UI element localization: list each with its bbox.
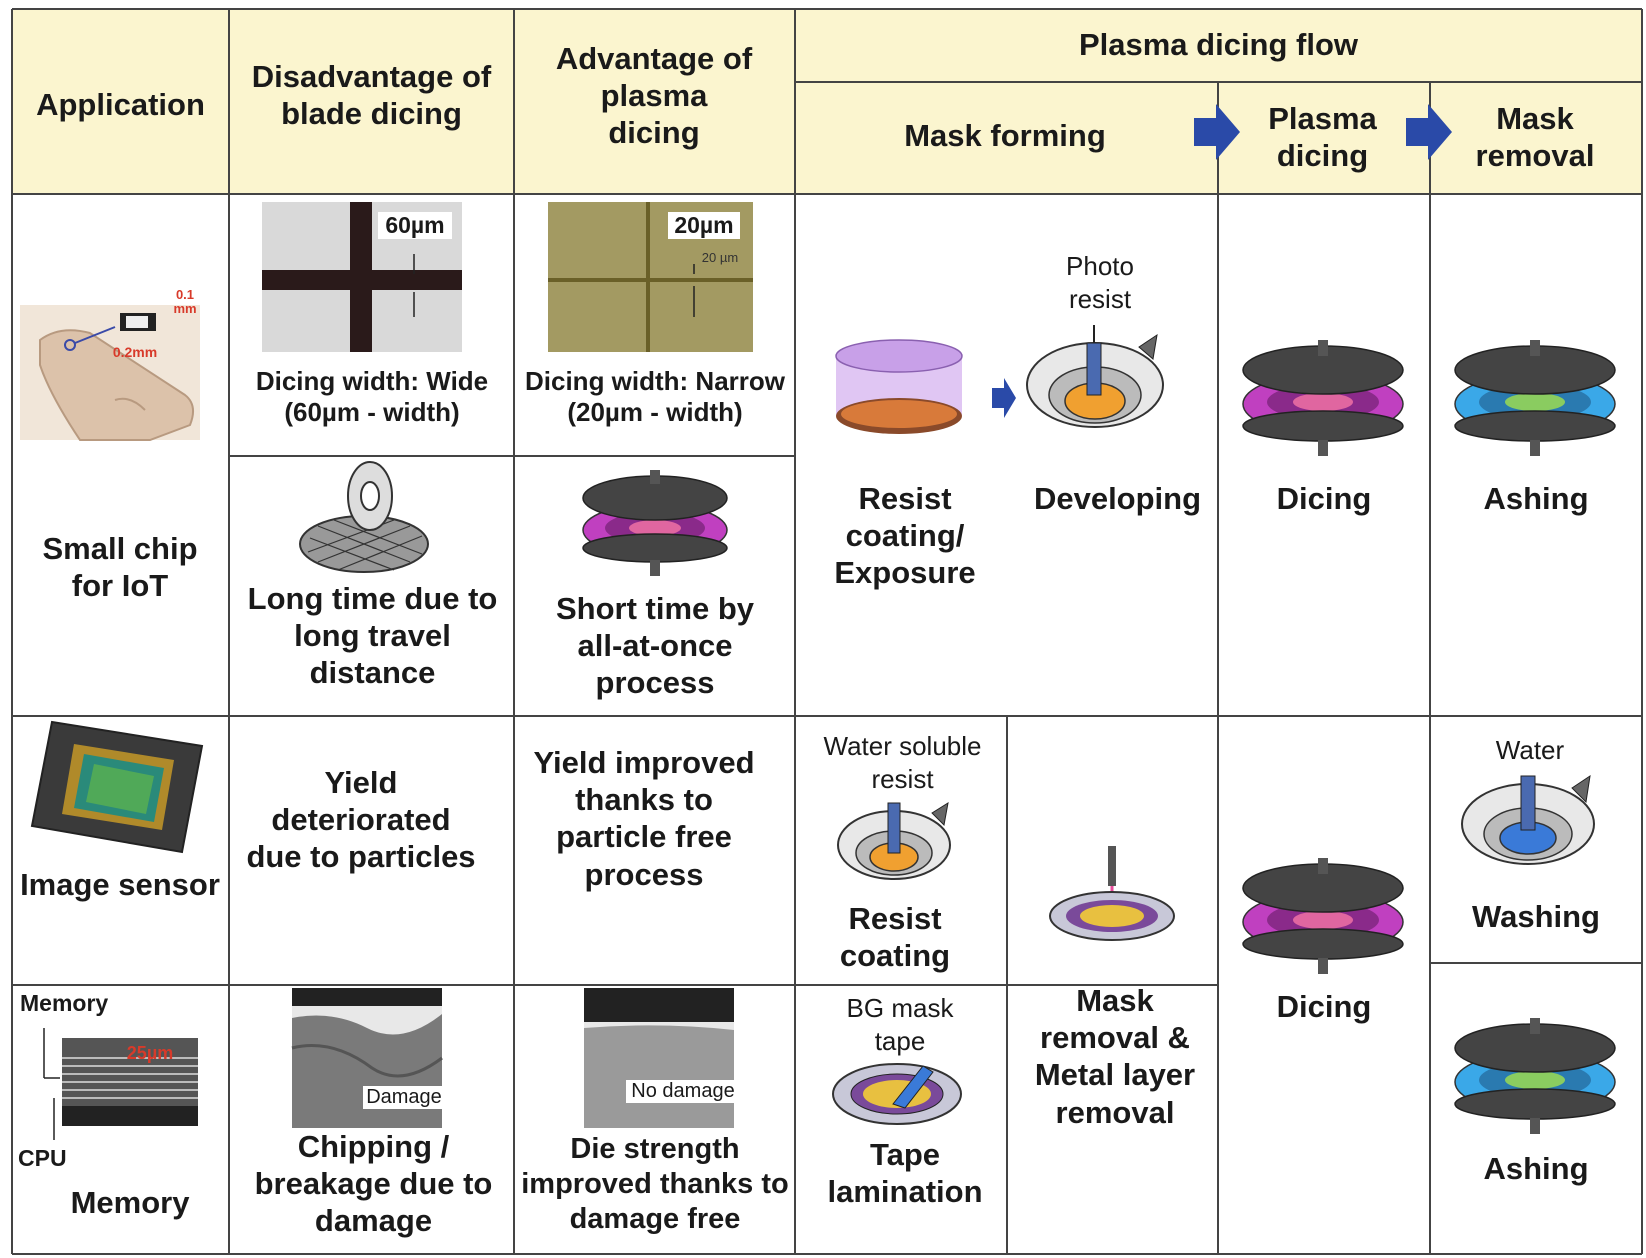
step-developing: Developing	[1033, 481, 1202, 516]
step-resist-coating-exposure: Resist coating/ Exposure	[834, 481, 976, 591]
step-resist-coating: Resist coating	[839, 901, 951, 974]
plasma-chamber-icon	[1242, 858, 1404, 974]
header-disadvantage: Disadvantage of blade dicing	[251, 59, 492, 132]
damage-label: Damage	[363, 1086, 445, 1109]
memory-diagram-label: Memory	[20, 990, 109, 1016]
plasma-chamber-icon	[582, 470, 728, 576]
ashing-chamber-icon	[1454, 1018, 1616, 1134]
header-mask-forming: Mask forming	[904, 118, 1106, 153]
resist-coating-spinner-icon	[837, 801, 951, 880]
step-mask-removal-metal: Mask removal & Metal layer removal	[1034, 983, 1196, 1130]
blade-dicing-micrograph	[262, 202, 462, 352]
cpu-label: CPU	[18, 1145, 67, 1171]
app-image-sensor: Image sensor	[20, 867, 220, 902]
memory-thickness-label: 25µm	[126, 1043, 174, 1063]
memory-disadvantage: Chipping / breakage due to damage	[254, 1129, 493, 1239]
chip-dim-thickness: 0.1 mm	[173, 287, 197, 317]
water-soluble-resist-label: Water soluble resist	[823, 731, 982, 794]
memory-stack-micrograph	[43, 1028, 198, 1140]
image-sensor-advantage: Yield improved thanks to particle free p…	[533, 745, 755, 892]
step-tape-lamination: Tape lamination	[827, 1137, 983, 1210]
bg-mask-tape-label: BG mask tape	[846, 993, 954, 1056]
image-sensor-photo	[30, 720, 204, 854]
header-row	[12, 9, 1642, 194]
ashing-chamber-icon	[1454, 340, 1616, 456]
blade-wafer-icon	[299, 461, 429, 573]
arrow-right-icon	[992, 378, 1016, 418]
plasma-width-label: 20µm	[668, 212, 740, 239]
header-advantage: Advantage of plasma dicing	[555, 41, 753, 151]
laser-mask-removal-icon	[1049, 846, 1175, 941]
plasma-time: Short time by all-at-once process	[555, 591, 755, 701]
image-sensor-disadvantage: Yield deteriorated due to particles	[246, 765, 476, 875]
arrow-right-icon	[1194, 104, 1240, 160]
step-dicing-1: Dicing	[1276, 481, 1372, 516]
blade-time: Long time due to long travel distance	[247, 581, 498, 691]
finger-chip-photo	[20, 305, 200, 441]
arrow-right-icon	[1406, 104, 1452, 160]
header-plasma-dicing: Plasma dicing	[1268, 101, 1377, 174]
step-ashing-2: Ashing	[1483, 1151, 1589, 1186]
memory-advantage: Die strength improved thanks to damage f…	[521, 1133, 789, 1235]
water-label: Water	[1495, 735, 1565, 765]
chip-dim-length: 0.2mm	[112, 344, 158, 360]
header-application: Application	[36, 87, 205, 122]
plasma-width-inner: 20 µm	[701, 250, 739, 265]
plasma-width-caption: Dicing width: Narrow (20µm - width)	[525, 366, 785, 428]
blade-width-label: 60µm	[378, 212, 452, 239]
tape-lamination-icon	[832, 1063, 962, 1125]
header-mask-removal: Mask removal	[1475, 101, 1595, 174]
washing-spinner-icon	[1461, 774, 1595, 865]
resist-coating-icon	[835, 339, 963, 434]
plasma-nodamage-micrograph	[584, 988, 734, 1128]
photo-resist-label: Photo resist	[1066, 251, 1134, 314]
step-dicing-2: Dicing	[1276, 989, 1372, 1024]
app-memory: Memory	[70, 1185, 190, 1220]
no-damage-label: No damage	[626, 1080, 740, 1103]
blade-width-caption: Dicing width: Wide (60µm - width)	[255, 366, 489, 428]
step-ashing-1: Ashing	[1483, 481, 1589, 516]
step-washing: Washing	[1471, 899, 1600, 934]
developing-icon	[1026, 325, 1164, 428]
plasma-chamber-icon	[1242, 340, 1404, 456]
header-plasma-dicing-flow: Plasma dicing flow	[1078, 27, 1359, 62]
app-small-chip: Small chip for IoT	[42, 531, 198, 604]
